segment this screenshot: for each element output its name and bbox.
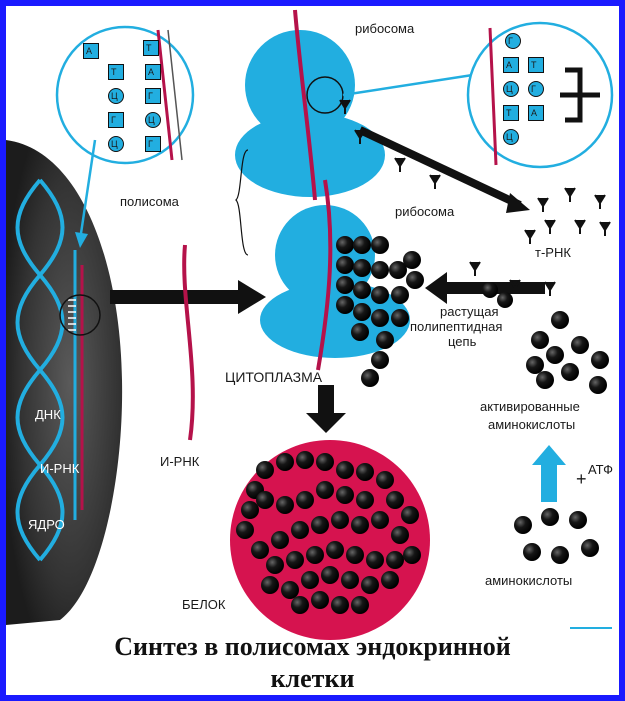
atp-arrow — [541, 462, 557, 502]
codon-letter: А — [506, 58, 512, 72]
arrow-to-protein — [318, 385, 334, 415]
label-atp-plus: + — [576, 472, 587, 486]
label-nucleus: ЯДРО — [28, 518, 65, 532]
caption-line-2: клетки — [0, 664, 625, 694]
mrna-fragment — [184, 245, 193, 440]
codon-letter: Г — [148, 89, 153, 103]
codon-letter: Т — [531, 58, 537, 72]
codon-letter: Ц — [506, 82, 513, 96]
codon-letter: А — [86, 44, 92, 58]
free-amino-acids — [514, 508, 599, 564]
label-growing-chain-3: цепь — [448, 335, 476, 349]
nucleus — [6, 140, 122, 625]
arrow-to-trna-head — [506, 193, 530, 213]
label-ribosome-top: рибосома — [355, 22, 414, 36]
growing-polypeptide-chain — [336, 236, 424, 387]
label-atp: АТФ — [588, 463, 613, 477]
codon-letter: Ц — [148, 113, 155, 127]
codon-letter: Т — [146, 41, 152, 55]
label-growing-chain-1: растущая — [440, 305, 499, 319]
codon-letter: Т — [111, 65, 117, 79]
codon-letter: Г — [111, 113, 116, 127]
arrow-nucleus-to-ribosome — [110, 290, 240, 304]
label-activated-aa-1: активированные — [480, 400, 580, 414]
codon-letter: Ц — [506, 130, 513, 144]
label-growing-chain-2: полипептидная — [410, 320, 502, 334]
ribosome-top — [235, 10, 505, 200]
label-mrna-cytoplasm: И-РНК — [160, 455, 199, 469]
label-trna: т-РНК — [535, 246, 571, 260]
codon-letter: Г — [148, 137, 153, 151]
codon-letter: Ц — [111, 89, 118, 103]
label-activated-aa-2: аминокислоты — [488, 418, 575, 432]
codon-letter: А — [148, 65, 154, 79]
activated-amino-acids — [482, 282, 609, 394]
label-dna: ДНК — [35, 408, 61, 422]
codon-letter: Г — [508, 34, 513, 48]
label-polysome: полисома — [120, 195, 179, 209]
codon-letter: Ц — [111, 137, 118, 151]
label-cytoplasm: ЦИТОПЛАЗМА — [225, 370, 322, 384]
codon-letter: А — [531, 106, 537, 120]
codon-letter: Т — [506, 106, 512, 120]
label-protein: БЕЛОК — [182, 598, 225, 612]
label-ribosome-mid: рибосома — [395, 205, 454, 219]
label-mrna-nucleus: И-РНК — [40, 462, 79, 476]
caption-line-1: Синтез в полисомах эндокринной — [0, 632, 625, 662]
codon-letter: Г — [531, 82, 536, 96]
label-amino-acids: аминокислоты — [485, 574, 572, 588]
